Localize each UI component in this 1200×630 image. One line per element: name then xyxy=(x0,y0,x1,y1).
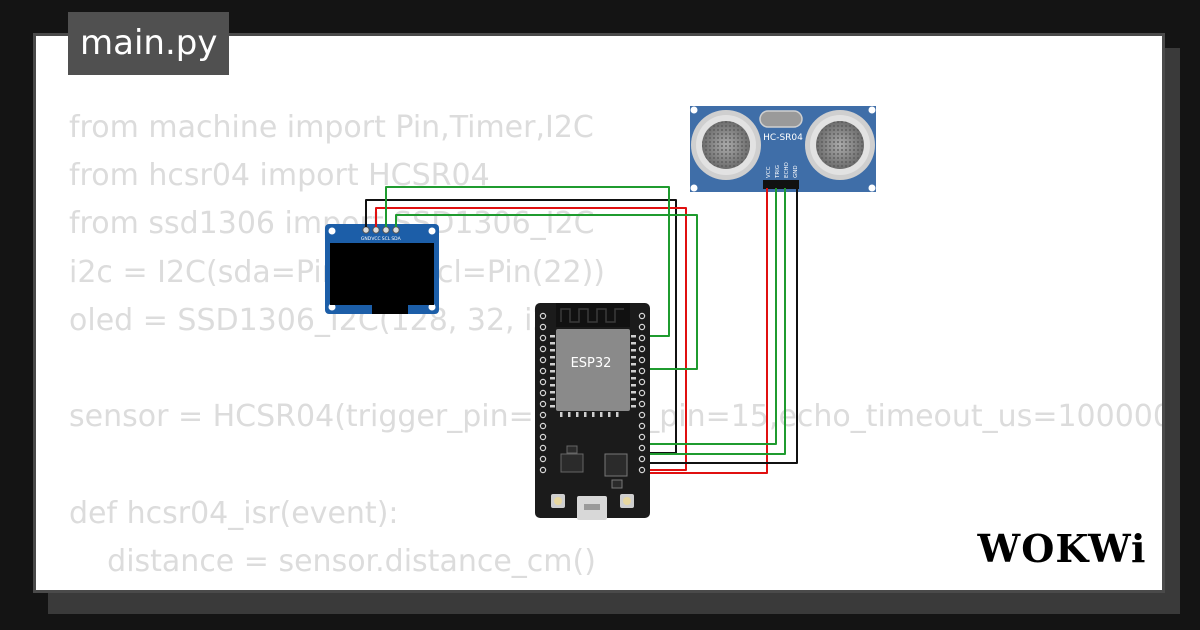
oled-pin-label-sda: SDA xyxy=(391,236,401,242)
sensor-label: HC-SR04 xyxy=(763,133,803,143)
esp32-board[interactable]: ESP32 xyxy=(535,303,650,520)
sensor-pin-label-gnd: GND xyxy=(793,165,799,178)
wire-sensor-echo[interactable] xyxy=(648,188,786,455)
file-tab[interactable]: main.py xyxy=(68,12,230,75)
code-line: sensor = HCSR04(trigger_pin=2, echo_pin=… xyxy=(69,399,1165,435)
sensor-pin-label-echo: ECHO xyxy=(784,162,790,178)
oled-pin-label-scl: SCL xyxy=(382,236,391,242)
sensor-pin-label-vcc: VCC xyxy=(766,166,772,178)
usb-chip xyxy=(604,453,628,477)
usb-chip-small xyxy=(611,479,623,489)
right-transducer xyxy=(805,110,875,180)
wire-oled-sda[interactable] xyxy=(395,214,698,370)
wire-sensor-vcc[interactable] xyxy=(648,188,768,474)
esp32-label: ESP32 xyxy=(571,356,612,371)
antenna-trace xyxy=(560,308,624,323)
code-line: from machine import Pin,Timer,I2C xyxy=(69,110,594,145)
wokwi-logo-text: WOKWi xyxy=(977,528,1147,571)
wire-sensor-trig[interactable] xyxy=(648,188,777,445)
mount-hole xyxy=(868,184,876,192)
antenna-area xyxy=(556,303,630,327)
left-transducer xyxy=(691,110,761,180)
mount-hole xyxy=(868,106,876,114)
oled-display[interactable]: GND VCC SCL SDA xyxy=(325,224,439,314)
wires xyxy=(365,186,798,474)
file-tab-label: main.py xyxy=(80,23,218,63)
oled-pin-label-gnd: GND xyxy=(361,236,372,242)
hcsr04-sensor[interactable]: HC-SR04 VCC TRIG ECHO GND xyxy=(690,106,876,192)
oled-pin-label-vcc: VCC xyxy=(371,236,380,242)
code-line: distance = sensor.distance_cm() xyxy=(69,543,596,579)
oled-ribbon xyxy=(372,305,408,314)
voltage-regulator xyxy=(560,453,584,473)
sensor-pin-label-trig: TRIG xyxy=(775,165,781,179)
esp32-right-pins xyxy=(638,312,646,474)
regulator-tab xyxy=(566,445,578,454)
crystal xyxy=(759,110,803,128)
reset-button[interactable] xyxy=(620,494,634,508)
boot-button[interactable] xyxy=(551,494,565,508)
usb-port-opening xyxy=(584,504,600,510)
mount-hole xyxy=(328,227,336,235)
mount-hole xyxy=(690,184,698,192)
esp32-module xyxy=(556,329,630,411)
module-castellations xyxy=(550,335,636,417)
sensor-pin-header xyxy=(763,180,799,189)
wire-sensor-gnd[interactable] xyxy=(648,188,798,464)
code-line: def hcsr04_isr(event): xyxy=(69,495,399,531)
oled-screen xyxy=(330,243,434,305)
esp32-left-pins xyxy=(539,312,547,474)
wire-oled-scl[interactable] xyxy=(385,186,670,337)
mount-hole xyxy=(690,106,698,114)
wire-oled-vcc[interactable] xyxy=(375,207,687,471)
mount-hole xyxy=(328,303,336,311)
wokwi-logo[interactable]: WOKWi xyxy=(975,528,1150,574)
mount-hole xyxy=(428,227,436,235)
mount-hole xyxy=(428,303,436,311)
